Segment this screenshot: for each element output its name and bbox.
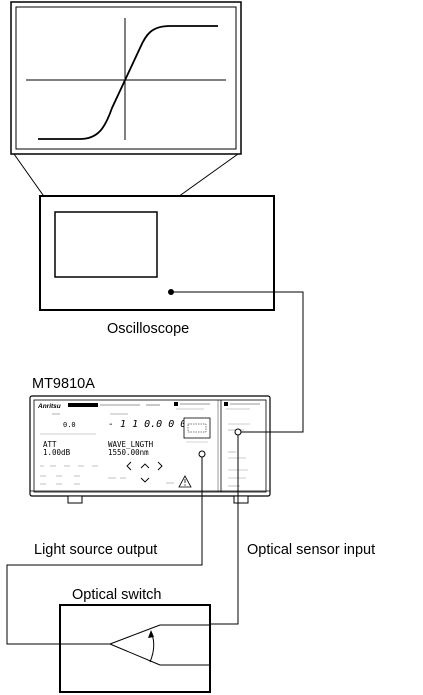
wavelength-label: WAVE_LNGTH (108, 440, 154, 449)
arrow-keys (126, 461, 163, 483)
cable-light-source-to-switch (6, 457, 203, 645)
mt9810a-instrument: Anritsu 0.0 - 1 1 0.0 0 0 ATT 1.00dB WAV… (29, 395, 271, 504)
optical-sensor-input-label: Optical sensor input (247, 542, 375, 558)
instrument-model-label: MT9810A (32, 376, 95, 392)
switch-arm-lower (109, 643, 161, 666)
arrow-right-icon (157, 461, 163, 471)
att-value: 1.00dB (43, 448, 71, 457)
optical-switch (59, 604, 211, 693)
front-panel-keys (40, 423, 250, 487)
optical-switch-label: Optical switch (72, 587, 161, 603)
brand-logo: Anritsu (37, 403, 61, 410)
att-label: ATT (43, 440, 57, 449)
magnified-screen (10, 1, 242, 155)
optical-sensor-input-port (234, 428, 242, 436)
light-source-output-label: Light source output (34, 542, 157, 558)
cable-switch-to-sensor (210, 435, 239, 625)
oscilloscope-label: Oscilloscope (107, 321, 189, 337)
oscilloscope (39, 195, 275, 311)
power-readout: - 1 1 0.0 0 0 (108, 419, 186, 430)
wavelength-value: 1550.00nm (108, 448, 149, 457)
arrow-down-icon (140, 477, 150, 483)
instrument-foot-right (233, 495, 249, 504)
left-readout: 0.0 (63, 421, 76, 429)
oscilloscope-screen (54, 211, 158, 278)
switch-arm-upper (109, 624, 161, 645)
light-source-output-port (198, 450, 206, 458)
arrow-up-icon (140, 463, 150, 469)
arrow-left-icon (126, 461, 132, 471)
instrument-foot-left (67, 495, 83, 504)
warning-icon (178, 475, 192, 488)
switching-waveform (38, 25, 218, 140)
cable-sensor-to-oscilloscope (171, 291, 304, 433)
